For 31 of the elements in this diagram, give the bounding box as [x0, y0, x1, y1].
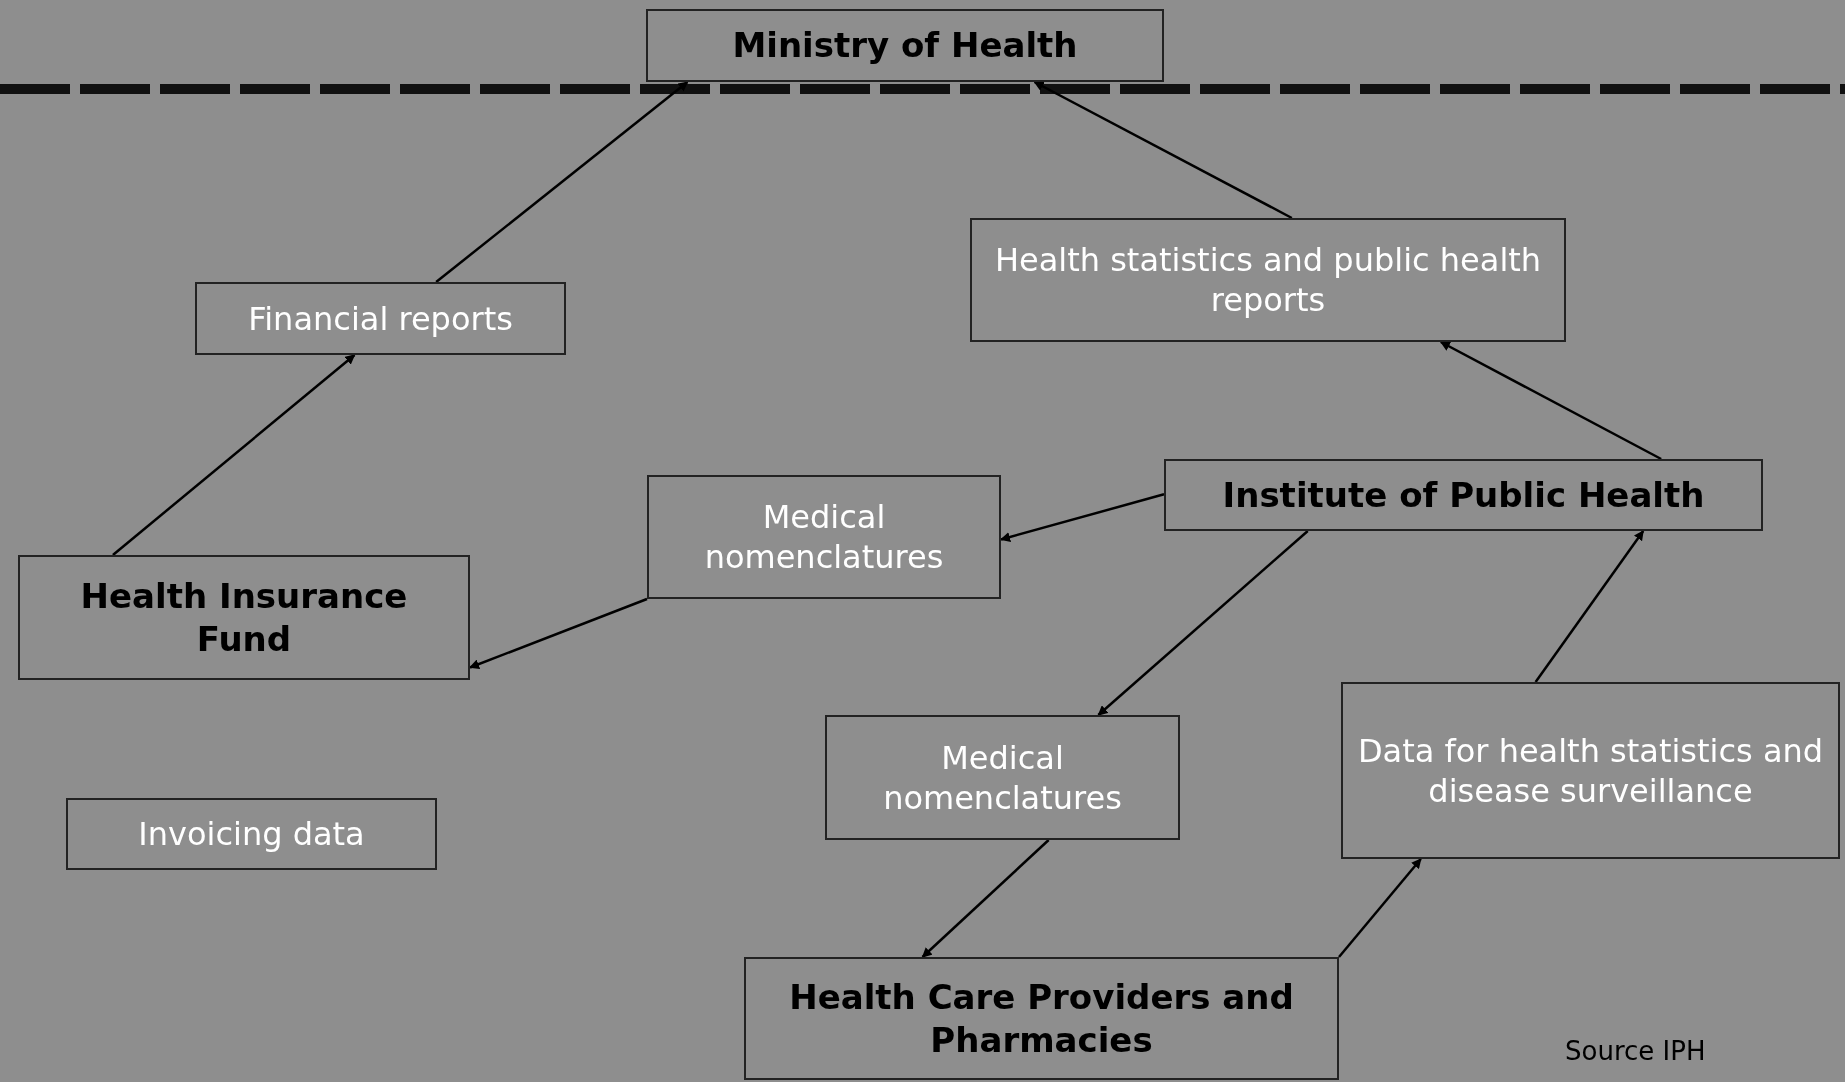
process-box: [647, 475, 1001, 599]
box-label: Data for health statistics and disease surveillance: [1356, 730, 1825, 811]
arrow: [1000, 493, 1165, 542]
box-label: Invoicing data: [138, 814, 365, 854]
box-label: Health Insurance Fund: [79, 575, 409, 660]
box-label: Financial reports: [248, 298, 513, 339]
process-box: [744, 957, 1339, 1080]
box-label: Ministry of Health: [732, 24, 1078, 67]
arrow: [1439, 340, 1662, 461]
process-box: [195, 282, 566, 355]
process-box: [970, 218, 1566, 342]
process-box: [825, 715, 1180, 840]
arrow: [1338, 858, 1422, 958]
box-label: Health statistics and public health reports: [993, 240, 1543, 320]
process-box: [18, 555, 470, 680]
process-box: [1164, 459, 1763, 531]
arrow: [1534, 530, 1645, 683]
box-label: Institute of Public Health: [1222, 473, 1705, 517]
arrow: [921, 839, 1050, 958]
process-box: [1341, 682, 1840, 859]
process-box: [646, 9, 1164, 82]
box-label: Medical nomenclatures: [882, 737, 1123, 818]
source-note: Source IPH: [1565, 1035, 1706, 1068]
arrow: [1033, 80, 1293, 220]
process-box: [66, 798, 437, 870]
arrow: [435, 81, 689, 283]
arrow: [469, 597, 648, 669]
arrow: [112, 354, 356, 556]
box-label: Health Care Providers and Pharmacies: [788, 976, 1295, 1061]
arrow: [1097, 530, 1309, 716]
box-label: Medical nomenclatures: [703, 497, 945, 577]
